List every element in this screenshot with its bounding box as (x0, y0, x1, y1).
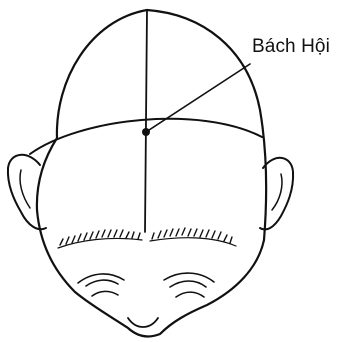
left-ear-inner (20, 170, 30, 208)
left-ear (8, 155, 46, 229)
sagittal-line (145, 10, 147, 232)
head-outline (37, 10, 266, 336)
label-leader-line (146, 64, 250, 132)
eyebrow-left-base (58, 238, 142, 248)
eyebrow-right-base (150, 238, 236, 246)
eye-right (164, 273, 214, 297)
eye-left (78, 274, 124, 296)
acupoint-dot (142, 128, 150, 136)
right-ear-inner (272, 174, 282, 210)
nose (128, 318, 158, 327)
acupoint-label: Bách Hội (252, 36, 330, 58)
eyebrow-left (60, 230, 140, 245)
